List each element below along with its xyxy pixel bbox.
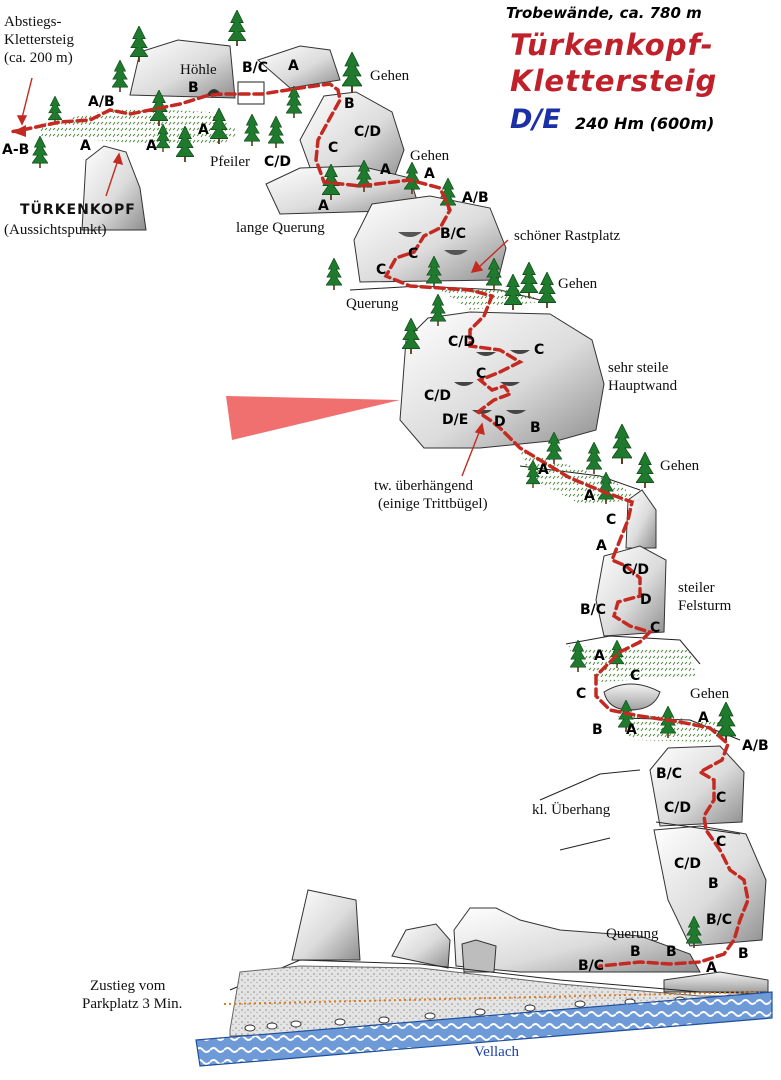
grade-label: C <box>376 262 387 278</box>
rock-upper-pillars <box>265 91 421 215</box>
label-pillar: Pfeiler <box>210 154 250 170</box>
label-gehen-2: Gehen <box>410 148 450 164</box>
header-height-info: 240 Hm (600m) <box>575 114 715 133</box>
grade-label: A <box>146 138 157 154</box>
grade-label: B <box>738 946 749 962</box>
grade-label: B <box>592 722 603 738</box>
grade-label: A <box>538 462 549 478</box>
grade-label: B/C <box>440 226 467 242</box>
grade-label: A <box>706 960 717 976</box>
grade-label: A <box>380 162 391 178</box>
grade-label: C <box>650 620 661 636</box>
label-descent-2: Klettersteig <box>4 32 74 48</box>
label-gehen-3: Gehen <box>558 276 598 292</box>
grade-label: B <box>188 80 199 96</box>
grade-label: B/C <box>656 766 683 782</box>
highlight-pointer <box>226 396 400 440</box>
grade-label: C <box>716 790 727 806</box>
river-band <box>195 991 773 1067</box>
grade-label: C <box>630 668 641 684</box>
header-grade: D/E <box>510 104 561 135</box>
grade-label: B <box>344 96 355 112</box>
grade-label: C <box>606 512 617 528</box>
grade-label: B/C <box>578 958 605 974</box>
label-exit-grade: A-B <box>2 142 30 158</box>
grade-label: B/C <box>242 60 269 76</box>
grade-label: B <box>630 944 641 960</box>
annotation-arrows <box>16 77 509 477</box>
grade-label: B <box>530 420 541 436</box>
grade-label: C/D <box>622 562 650 578</box>
label-rest-spot: schöner Rastplatz <box>514 228 621 244</box>
grade-label: A <box>584 488 595 504</box>
grade-label: C/D <box>424 388 452 404</box>
label-overhang-2: (einige Trittbügel) <box>378 496 488 512</box>
label-peak-name: TÜRKENKOPF <box>20 202 136 218</box>
rock-middle-block <box>353 195 507 283</box>
grade-label: C <box>716 834 727 850</box>
label-peak-note: (Aussichtspunkt) <box>4 222 107 238</box>
grade-label: C <box>534 342 545 358</box>
grade-label: B <box>708 876 719 892</box>
grade-label: A/B <box>462 190 489 206</box>
grade-label: C/D <box>674 856 702 872</box>
grade-label: A <box>424 166 435 182</box>
rock-main-wall <box>399 311 605 449</box>
label-approach-2: Parkplatz 3 Min. <box>82 996 183 1012</box>
header-subtitle: Trobewände, ca. 780 m <box>506 4 702 22</box>
grade-label: C <box>576 686 587 702</box>
label-cave: Höhle <box>180 62 217 78</box>
label-gehen-5: Gehen <box>690 686 730 702</box>
label-overhang-1: tw. überhängend <box>374 478 473 494</box>
grade-label: A <box>80 138 91 154</box>
label-approach-1: Zustieg vom <box>90 978 166 994</box>
grade-label: B/C <box>580 602 607 618</box>
grade-label: A <box>198 122 209 138</box>
grade-label: D <box>640 592 652 608</box>
grade-label: B <box>666 944 677 960</box>
label-tower-1: steiler <box>678 580 715 596</box>
rock-top-left <box>81 39 341 231</box>
grade-label: D/E <box>442 412 469 428</box>
grade-label: C <box>328 140 339 156</box>
grade-label: D <box>494 414 506 430</box>
grade-label: A <box>698 710 709 726</box>
header-title-line1: Türkenkopf- <box>510 28 714 62</box>
grade-label: A <box>318 198 329 214</box>
label-traverse-bottom: Querung <box>606 926 659 942</box>
header-title-line2: Klettersteig <box>510 64 718 98</box>
grade-label: A <box>596 538 607 554</box>
label-gehen-4: Gehen <box>660 458 700 474</box>
label-long-traverse: lange Querung <box>236 220 325 236</box>
rock-lower-pillar <box>649 745 767 947</box>
label-descent-1: Abstiegs- <box>4 14 62 30</box>
grade-label: A <box>288 58 299 74</box>
grade-label: B/C <box>706 912 733 928</box>
grade-label: C <box>476 366 487 382</box>
grade-label: A <box>594 648 605 664</box>
grade-label: C/D <box>664 800 692 816</box>
grade-label: C/D <box>448 334 476 350</box>
grade-label: C <box>408 246 419 262</box>
label-steep-wall-2: Hauptwand <box>608 378 678 394</box>
label-river: Vellach <box>474 1044 519 1060</box>
rock-base <box>291 889 769 993</box>
grade-label: C/D <box>354 124 382 140</box>
label-tower-2: Felsturm <box>678 598 732 614</box>
grade-label: A <box>626 722 637 738</box>
label-traverse: Querung <box>346 296 399 312</box>
grade-label: C/D <box>264 154 292 170</box>
label-steep-wall-1: sehr steile <box>608 360 669 376</box>
exit-arrow <box>12 125 26 137</box>
label-small-overhang: kl. Überhang <box>532 802 611 818</box>
grade-label: A/B <box>742 738 769 754</box>
approach-path <box>223 991 761 1005</box>
label-gehen-1: Gehen <box>370 68 410 84</box>
label-descent-3: (ca. 200 m) <box>4 50 73 66</box>
grade-label: A/B <box>88 94 115 110</box>
